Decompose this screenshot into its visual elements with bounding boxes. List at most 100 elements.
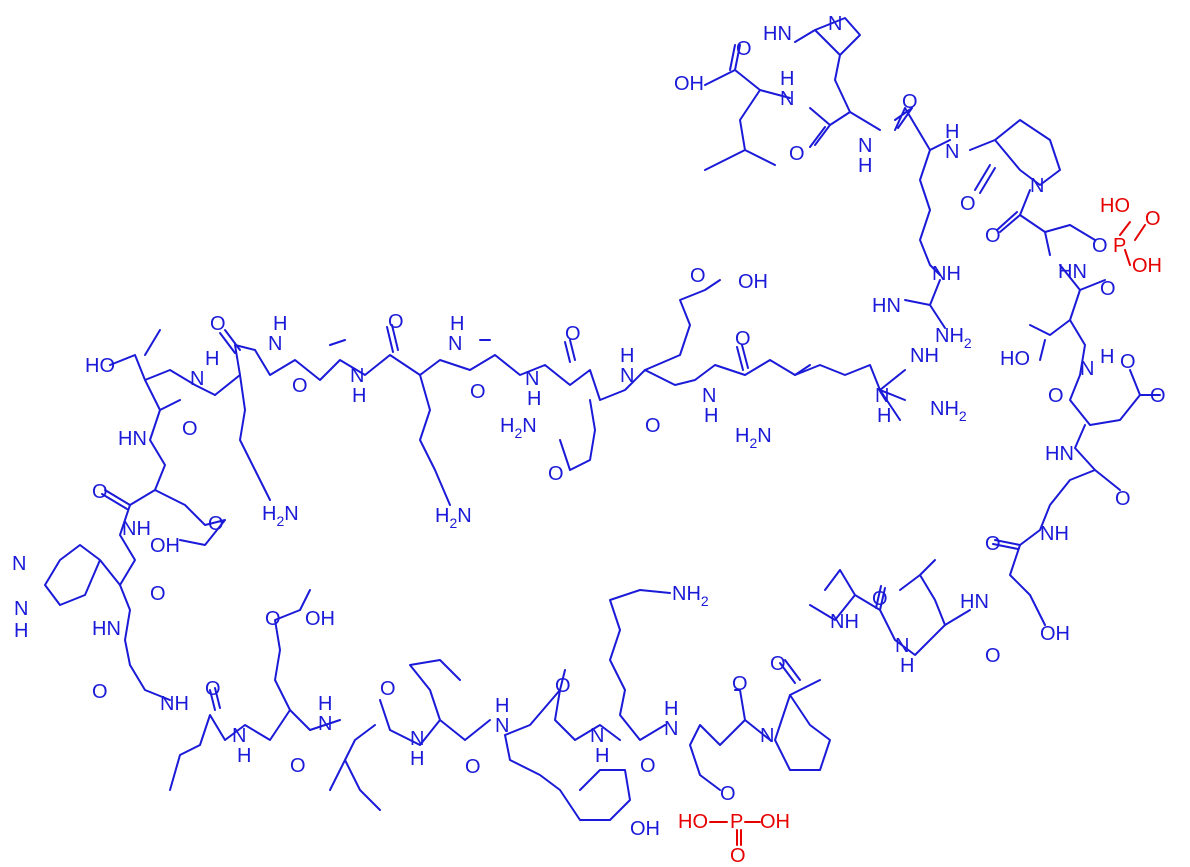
label-val-o: O [985, 645, 1001, 667]
label-ile-n: N [318, 713, 332, 735]
middle-backbone-segment [214, 279, 906, 506]
label-arg-o: O [902, 91, 918, 113]
label-arg2-h: H [704, 405, 718, 427]
label-thr-o: O [1100, 278, 1116, 300]
label-glu2-h: H [620, 345, 634, 367]
label-lys2-n: N [268, 333, 282, 355]
label-pser-p: P [1113, 235, 1126, 257]
label-val3-nh: NH [830, 611, 859, 633]
label-val-b-h: H [410, 748, 424, 770]
label-leu-o: O [736, 38, 752, 60]
label-ala3-n: N [525, 368, 539, 390]
label-arg2-nh2: NH2 [930, 398, 967, 424]
label-arg-hn: HN [872, 295, 901, 317]
label-pser2-ho: HO [678, 811, 708, 833]
phosphate-labels: HO P O OH HO P OH O [678, 195, 1162, 867]
label-pser-p-o: O [1145, 208, 1161, 230]
lys-tyr-val-ile-glu-ala-segment [169, 589, 671, 821]
label-thr2-hn: HN [118, 428, 147, 450]
label-his-nh: N [858, 135, 872, 157]
label-arg2-nh: N [875, 385, 889, 407]
label-arg2-nh-imine: NH [910, 345, 939, 367]
pser2-phosphate-bonds [709, 821, 761, 846]
label-thr-ho: HO [1000, 348, 1030, 370]
label-val2-n: N [895, 635, 909, 657]
label-pser-ho: HO [1100, 195, 1130, 217]
label-val-hn: HN [960, 591, 989, 613]
label-glu-h: H [237, 745, 251, 767]
label-arg-nh2: NH2 [935, 325, 972, 351]
label-glu-oh: OH [305, 608, 335, 630]
label-lys-nh2: NH2 [672, 583, 709, 609]
val-val-pro-pser-segment [689, 559, 971, 791]
label-thr2-nh: N [190, 368, 204, 390]
label-lys3-h2n: H2N [435, 505, 472, 531]
label-thr-hn: HN [1058, 261, 1087, 283]
label-pro-o: O [960, 193, 976, 215]
label-tyr-h: H [495, 695, 509, 717]
label-pser2-n: N [664, 718, 678, 740]
label-lys2-h: H [273, 313, 287, 335]
label-lys2-o: O [210, 313, 226, 335]
label-gly-o: O [1115, 488, 1131, 510]
label-pser-ester-o: O [1092, 235, 1108, 257]
label-lys3-o: O [388, 311, 404, 333]
label-pro2-o: O [770, 653, 786, 675]
label-pser2-oh: OH [760, 811, 790, 833]
label-asp2-o2: O [208, 513, 224, 535]
label-lys-o: O [640, 755, 656, 777]
label-lys-n: N [590, 725, 604, 747]
label-arg2-h3: H [877, 405, 891, 427]
label-glu2-o2: O [690, 265, 706, 287]
his-asp-thr-gly-segment [44, 329, 226, 701]
label-ala2-h: H [352, 385, 366, 407]
label-arg2-n: N [702, 385, 716, 407]
label-thr2-ho: HO [85, 355, 115, 377]
label-thr2-o: O [182, 418, 198, 440]
label-asp2-nh: NH [122, 518, 151, 540]
atom-labels: OH O N H O HN N N H O H N NH HN NH2 N O … [12, 13, 1166, 840]
label-val2-o: O [872, 588, 888, 610]
label-arg2-o: O [735, 328, 751, 350]
label-thr-h: H [1100, 346, 1114, 368]
label-leu-oh: OH [674, 73, 704, 95]
label-tyr-oh: OH [630, 818, 660, 840]
label-ala2-o: O [292, 375, 308, 397]
leu-his-arg-pro-segment [704, 17, 1061, 329]
label-glu2-o: O [645, 415, 661, 437]
label-arg-h: H [945, 121, 959, 143]
label-lys-h: H [595, 745, 609, 767]
label-glu2-oh: OH [738, 271, 768, 293]
label-his2-n: N [12, 553, 26, 575]
label-tyr-o: O [555, 675, 571, 697]
label-gly2-o: O [92, 681, 108, 703]
label-pro2-n: N [760, 725, 774, 747]
label-ala3-o: O [470, 381, 486, 403]
label-pser-o: O [985, 225, 1001, 247]
label-asp-oh: O [1120, 351, 1136, 373]
label-his-hn: HN [763, 23, 792, 45]
label-glu-n: N [232, 725, 246, 747]
label-ile-o: O [380, 678, 396, 700]
label-lys3-n: N [448, 333, 462, 355]
label-pser2-o: O [732, 673, 748, 695]
label-asn-h2n: H2N [500, 415, 537, 441]
label-asp-o: O [1150, 385, 1166, 407]
label-ser-o: O [985, 533, 1001, 555]
label-gly-hn: HN [1045, 443, 1074, 465]
label-val-b-o: O [465, 756, 481, 778]
label-glu2-n: N [620, 365, 634, 387]
label-arg-nh: NH [932, 263, 961, 285]
label-gly2-hn: HN [92, 618, 121, 640]
label-glu-o2: O [265, 608, 281, 630]
pser-thr-asp-gly-ser-segment [992, 214, 1161, 626]
label-his2-h: H [14, 620, 28, 642]
label-arg2-h2n: H2N [735, 425, 772, 451]
label-pser2-h: H [664, 698, 678, 720]
label-asp-o2: O [1048, 385, 1064, 407]
label-his2-n2: N [14, 598, 28, 620]
label-leu-h: H [780, 68, 794, 90]
label-glu-o: O [290, 755, 306, 777]
label-asp2-oh: OH [150, 535, 180, 557]
